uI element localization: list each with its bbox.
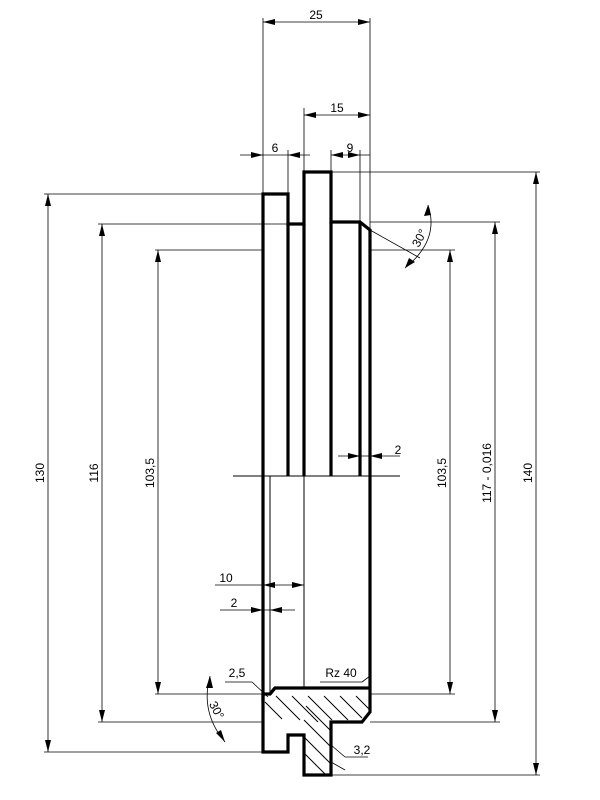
dimension-texts: 25 15 6 9 2 10 2 2,5 Rz 40 3,2 130 116 1… bbox=[33, 8, 535, 757]
horizontal-dimensions bbox=[215, 19, 400, 613]
angle-dimensions bbox=[206, 204, 432, 743]
dim-2-5: 2,5 bbox=[229, 666, 246, 680]
part-outline bbox=[261, 170, 372, 777]
angle-30-top: 30° bbox=[409, 227, 430, 250]
dim-103-5-left: 103,5 bbox=[143, 458, 157, 488]
dim-2-left: 2 bbox=[231, 596, 238, 610]
extension-lines bbox=[44, 18, 540, 776]
dim-10: 10 bbox=[219, 571, 233, 585]
dim-117: 117 - 0,016 bbox=[480, 443, 494, 503]
vertical-dimensions bbox=[45, 172, 539, 775]
angle-30-bottom: 30° bbox=[206, 699, 227, 722]
dim-6: 6 bbox=[272, 141, 279, 155]
dim-140: 140 bbox=[521, 463, 535, 483]
dim-3-2: 3,2 bbox=[354, 743, 371, 757]
roughness-rz40: Rz 40 bbox=[325, 666, 357, 680]
leaders bbox=[225, 675, 371, 771]
dim-103-5-right: 103,5 bbox=[435, 458, 449, 488]
dim-116: 116 bbox=[87, 463, 101, 482]
section-hatching bbox=[264, 695, 370, 776]
dim-130: 130 bbox=[33, 463, 47, 483]
dim-25: 25 bbox=[309, 8, 323, 22]
dim-15: 15 bbox=[330, 101, 344, 115]
dim-2-right: 2 bbox=[395, 443, 402, 457]
dim-9: 9 bbox=[347, 141, 354, 155]
